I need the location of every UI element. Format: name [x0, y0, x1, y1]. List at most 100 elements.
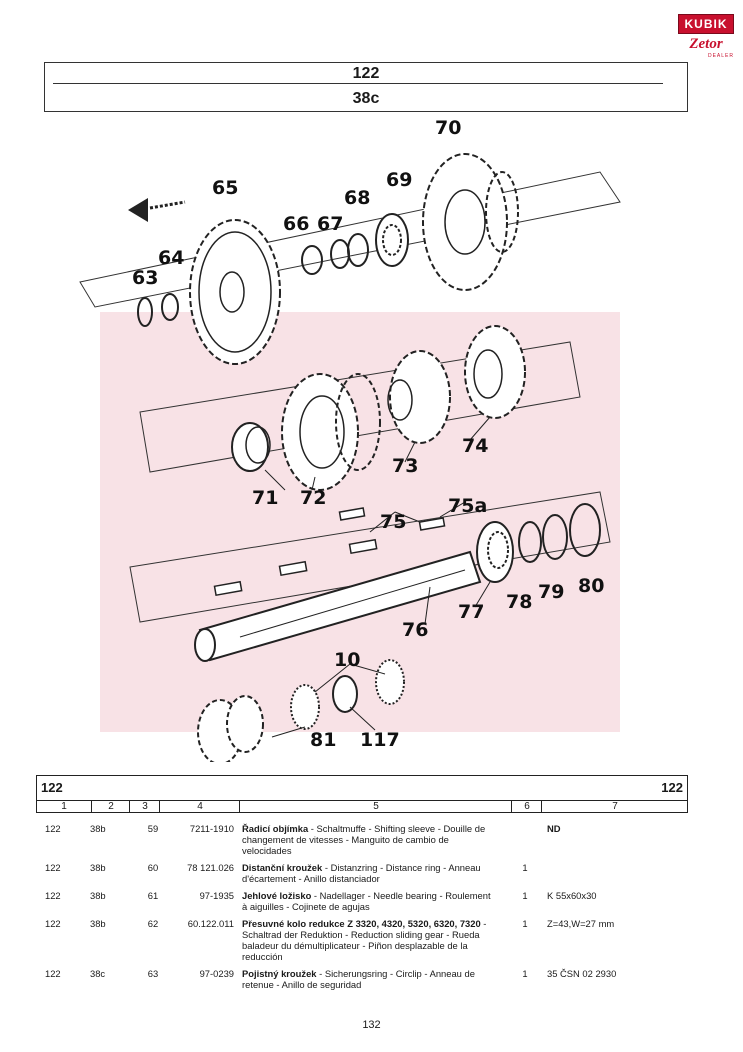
lower-plane	[129, 491, 611, 623]
label-73: 73	[392, 455, 418, 477]
label-67: 67	[317, 213, 343, 235]
gear-81	[197, 695, 264, 762]
ring-68	[347, 233, 369, 267]
gear-72	[281, 373, 381, 491]
col-4: 4	[159, 801, 240, 813]
group-number: 122	[352, 65, 380, 82]
parts-table: 122 122 1 2 3 4 5 6 7 122 38b 59 7211-19…	[36, 775, 688, 990]
cell-description: Pojistný kroužek - Sicherungsring - Circ…	[242, 968, 492, 990]
cell-note: 35 ČSN 02 2930	[547, 968, 617, 979]
cell-group: 122	[45, 918, 61, 929]
label-69: 69	[386, 169, 412, 191]
logo-make: Zetor	[689, 36, 723, 52]
cell-group: 122	[45, 823, 61, 834]
shaft-76	[194, 550, 482, 662]
label-77: 77	[458, 601, 484, 623]
kubik-zetor-logo: KUBIK Zetor DEALER	[678, 14, 734, 64]
cell-position: 62	[147, 918, 159, 929]
leader-lines	[264, 416, 491, 738]
sleeve-73	[387, 350, 451, 444]
group-title-box: 122 38c	[44, 62, 688, 112]
logo-tag: DEALER	[707, 53, 734, 59]
cell-subgroup: 38b	[90, 890, 106, 901]
cell-group: 122	[45, 890, 61, 901]
cell-quantity: 1	[522, 862, 528, 873]
key-75-c	[348, 538, 378, 555]
key-75-e	[213, 580, 243, 597]
needle-bearing-10	[290, 659, 405, 730]
cell-description: Přesuvné kolo redukce Z 3320, 4320, 5320…	[242, 918, 492, 962]
table-row: 122 38b 61 97-1935 Jehlové ložisko - Nad…	[36, 890, 688, 912]
subgroup-number: 38c	[352, 90, 380, 107]
label-66: 66	[283, 213, 309, 235]
table-row: 122 38b 59 7211-1910 Řadicí objímka - Sc…	[36, 823, 688, 856]
cell-quantity: 1	[522, 968, 528, 979]
cell-part-number: 7211-1910	[189, 823, 234, 834]
cell-note: ND	[547, 823, 561, 834]
table-group-right: 122	[661, 780, 683, 795]
ring-67	[330, 239, 350, 269]
bushing-71	[231, 422, 271, 472]
cell-part-number: 78 121.026	[187, 862, 234, 873]
label-72: 72	[300, 487, 326, 509]
table-group-left: 122	[41, 780, 63, 795]
part-translations: - Schaltmuffe - Shifting sleeve - Douill…	[242, 823, 486, 856]
table-header: 122 122 1 2 3 4 5 6 7	[36, 775, 688, 813]
logo-brand: KUBIK	[678, 14, 734, 34]
label-117: 117	[360, 729, 400, 751]
label-65: 65	[212, 177, 238, 199]
cell-group: 122	[45, 968, 61, 979]
cell-position: 61	[147, 890, 159, 901]
ring-79	[542, 514, 568, 560]
cell-description: Jehlové ložisko - Nadellager - Needle be…	[242, 890, 492, 912]
part-name: Distanční kroužek	[242, 862, 323, 873]
label-68: 68	[344, 187, 370, 209]
page-number: 132	[362, 1019, 381, 1031]
bearing-69	[375, 213, 409, 267]
label-10: 10	[334, 649, 360, 671]
table-row: 122 38b 62 60.122.011 Přesuvné kolo redu…	[36, 918, 688, 962]
col-7: 7	[541, 801, 688, 813]
col-1: 1	[61, 801, 67, 812]
label-75: 75	[380, 511, 406, 533]
key-75-b	[418, 517, 446, 531]
part-name: Jehlové ložisko	[242, 890, 312, 901]
ring-78	[518, 521, 542, 563]
label-63: 63	[132, 267, 158, 289]
column-numbers: 1 2 3 4 5 6 7	[37, 800, 687, 813]
table-row: 122 38c 63 97-0239 Pojistný kroužek - Si…	[36, 968, 688, 990]
cell-note: Z=43,W=27 mm	[547, 918, 615, 929]
cell-part-number: 97-1935	[199, 890, 234, 901]
gear-74	[464, 325, 526, 419]
cell-quantity: 1	[522, 918, 528, 929]
cell-subgroup: 38b	[90, 862, 106, 873]
cell-position: 59	[147, 823, 159, 834]
label-81: 81	[310, 729, 336, 751]
table-rows: 122 38b 59 7211-1910 Řadicí objímka - Sc…	[36, 823, 688, 990]
label-80: 80	[578, 575, 604, 597]
part-translations: - Distanzring - Distance ring - Anneau d…	[242, 862, 481, 884]
col-5: 5	[239, 801, 512, 813]
cell-description: Řadicí objímka - Schaltmuffe - Shifting …	[242, 823, 492, 856]
ring-63	[137, 297, 153, 327]
gear-65	[189, 219, 281, 365]
cell-description: Distanční kroužek - Distanzring - Distan…	[242, 862, 492, 884]
cell-subgroup: 38c	[90, 968, 106, 979]
col-2: 2	[91, 801, 130, 813]
cell-part-number: 97-0239	[199, 968, 234, 979]
cell-quantity: 1	[522, 890, 528, 901]
cell-group: 122	[45, 862, 61, 873]
cell-subgroup: 38b	[90, 823, 106, 834]
label-76: 76	[402, 619, 428, 641]
ring-66	[301, 245, 323, 275]
gear-70	[422, 153, 519, 291]
part-translations: - Schaltrad der Reduktion - Reduction sl…	[242, 918, 487, 962]
table-row: 122 38b 60 78 121.026 Distanční kroužek …	[36, 862, 688, 884]
cell-note: K 55x60x30	[547, 890, 597, 901]
label-75a: 75a	[448, 495, 487, 517]
part-name: Řadicí objímka	[242, 823, 309, 834]
ring-64	[161, 293, 179, 321]
label-79: 79	[538, 581, 564, 603]
col-6: 6	[511, 801, 542, 813]
cell-position: 63	[147, 968, 159, 979]
